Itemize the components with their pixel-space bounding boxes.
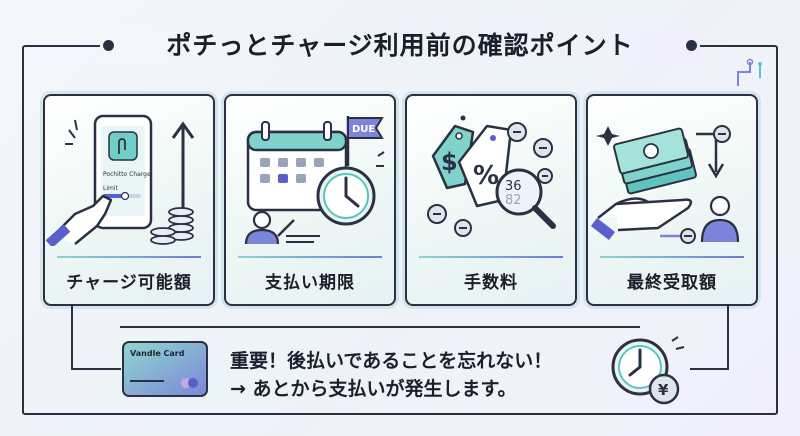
card-label-final-amount: 最終受取額 [627,273,717,293]
title-dot-right [686,40,697,51]
fee-tags-icon: $ % 36 82 [427,115,556,237]
notice-line-1: 重要！後払いであることを忘れない！ [230,350,553,372]
card-final-amount: 最終受取額 [586,94,758,306]
card-label-charge-limit: チャージ可能額 [66,273,192,293]
card-label-payment-deadline: 支払い期限 [265,273,355,293]
svg-text:82: 82 [505,193,522,208]
svg-text:$: $ [441,148,458,176]
circuit-decoration-icon [737,58,762,86]
card-payment-deadline: DUE 支払い期限 [224,94,396,306]
card-charge-limit: Pochitto Charge Limit チャージ可能額 [43,94,215,306]
card-fee: $ % 36 82 手数料 [405,94,577,306]
calendar-clock-icon: DUE [244,116,385,245]
page-title: ポチっとチャージ利用前の確認ポイント [166,31,634,60]
money-hand-icon [590,125,740,244]
notice-message: 重要！後払いであることを忘れない！ → あとから支払いが発生します。 [230,347,610,403]
phone-app-name: Pochitto Charge [103,171,151,178]
due-flag-text: DUE [352,124,375,135]
bottom-divider [120,326,640,328]
notice-line-2: → あとから支払いが発生します。 [230,378,517,400]
credit-card-icon: Vandle Card [122,341,208,397]
title-dot-left [103,40,114,51]
yen-symbol: ¥ [658,381,669,399]
phone-limit-label: Limit [103,185,119,192]
svg-text:36: 36 [505,179,522,194]
card-brand: Vandle Card [130,349,185,358]
card-label-fee: 手数料 [464,273,518,293]
phone-charge-icon: Pochitto Charge Limit [45,114,195,246]
svg-text:%: % [473,161,499,191]
clock-yen-icon: ¥ [611,336,685,405]
